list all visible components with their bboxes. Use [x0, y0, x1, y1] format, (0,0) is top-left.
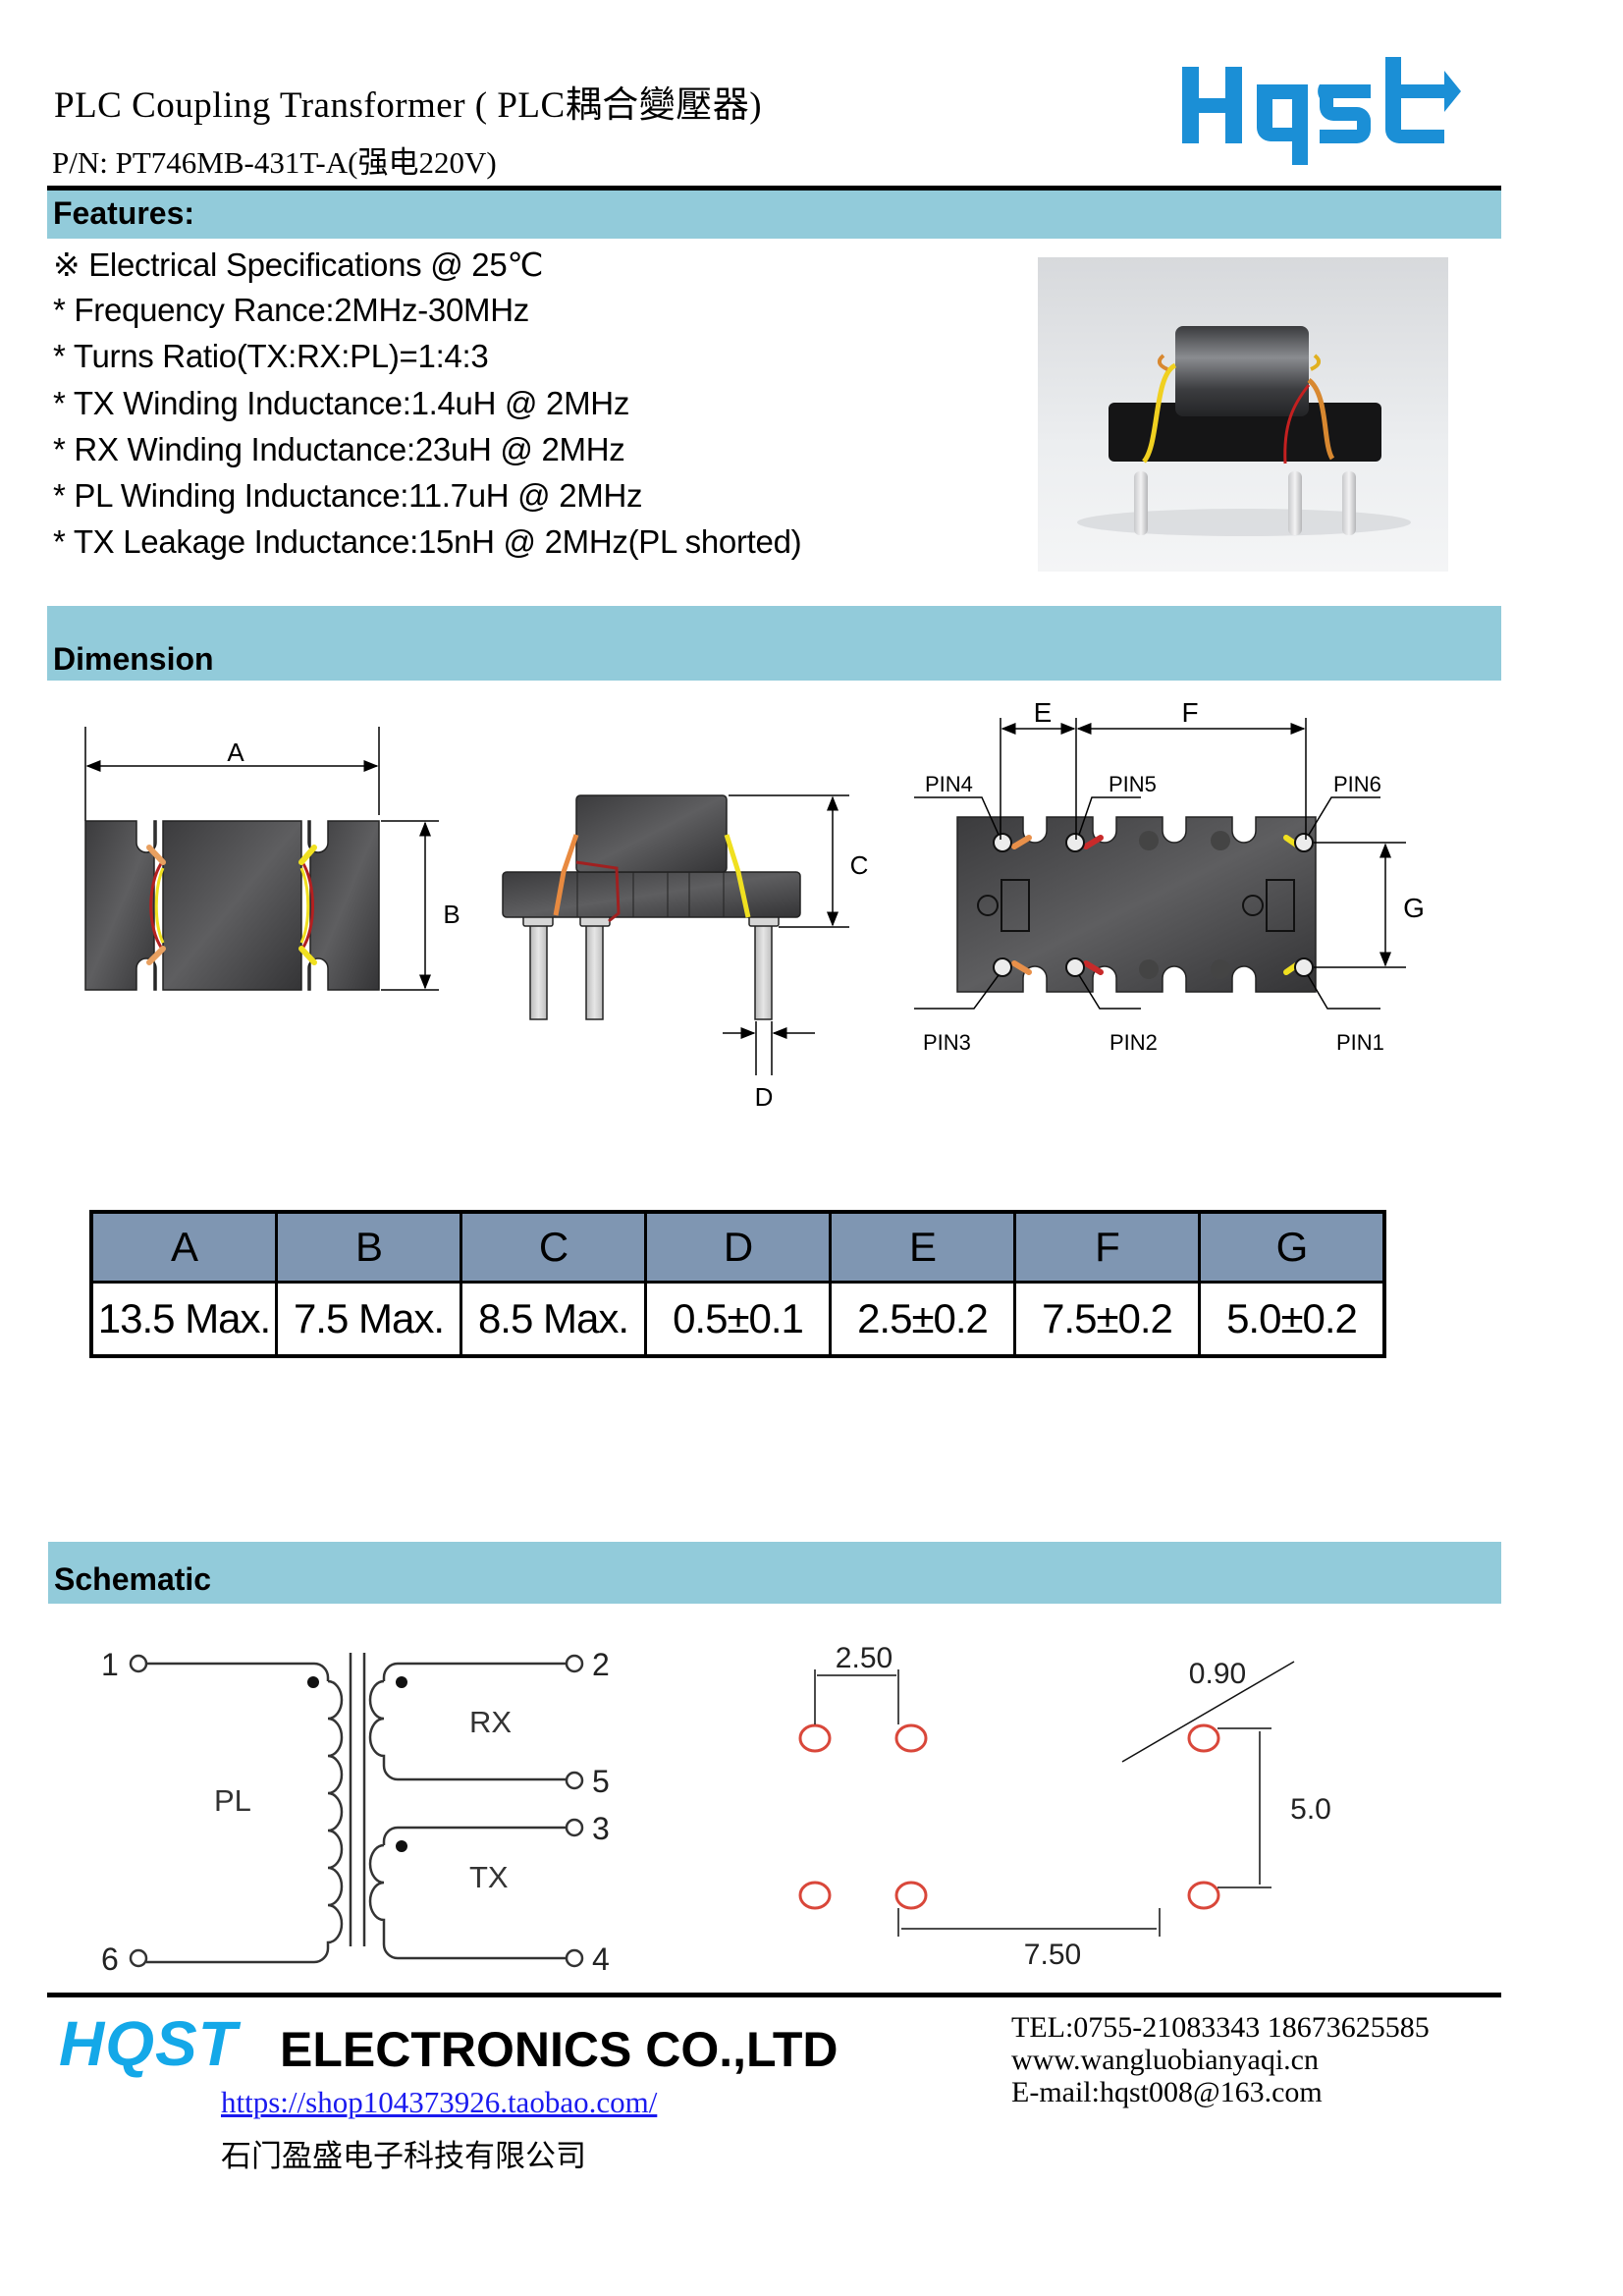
feature-item: ※ Electrical Specifications @ 25℃ — [53, 246, 544, 283]
winding-label-pl: PL — [214, 1783, 251, 1818]
pin-label-3: PIN3 — [923, 1030, 971, 1055]
table-header-cell: A — [89, 1210, 278, 1284]
polarity-dot — [307, 1676, 319, 1688]
footprint-row-spacing-label: 5.0 — [1290, 1793, 1331, 1826]
footer-divider — [47, 1993, 1501, 1997]
feature-item: * TX Leakage Inductance:15nH @ 2MHz(PL s… — [53, 523, 802, 560]
contact-telephone: TEL:0755-21083343 18673625585 — [1011, 2011, 1430, 2044]
table-cell: 13.5 Max. — [89, 1281, 278, 1358]
shop-link[interactable]: https://shop104373926.taobao.com/ — [221, 2085, 658, 2119]
footprint-pitch-label: 2.50 — [836, 1642, 893, 1674]
transformer-symbol — [129, 1653, 584, 1968]
pin-number-1: 1 — [101, 1647, 119, 1682]
pin-number-6: 6 — [101, 1941, 119, 1977]
dim-label-b: B — [443, 900, 460, 929]
pin-label-6: PIN6 — [1333, 772, 1381, 796]
polarity-dot — [396, 1676, 407, 1688]
feature-item: * Turns Ratio(TX:RX:PL)=1:4:3 — [53, 338, 489, 374]
winding-label-tx: TX — [469, 1860, 509, 1894]
table-cell: 5.0±0.2 — [1198, 1281, 1386, 1358]
dim-label-f: F — [1181, 697, 1198, 728]
dim-label-c: C — [850, 850, 869, 880]
feature-item: * TX Winding Inductance:1.4uH @ 2MHz — [53, 385, 630, 421]
product-photo — [1038, 257, 1448, 572]
table-header-cell: F — [1013, 1210, 1201, 1284]
schematic-heading: Schematic — [54, 1561, 212, 1597]
pin-number-2: 2 — [592, 1647, 610, 1682]
pcb-footprint: 2.50 0.90 5.0 7.50 — [798, 1642, 1331, 1971]
table-header-cell: E — [829, 1210, 1016, 1284]
pin-number-5: 5 — [592, 1764, 610, 1799]
footprint-span-label: 7.50 — [1024, 1939, 1081, 1971]
footer-brand-logo: HQST — [59, 2008, 238, 2079]
schematic-section-header: Schematic — [48, 1542, 1501, 1604]
pin-label-1: PIN1 — [1336, 1030, 1384, 1055]
feature-item: * Frequency Rance:2MHz-30MHz — [53, 292, 529, 328]
pin-number-4: 4 — [592, 1941, 610, 1977]
company-name-chinese: 石门盈盛电子科技有限公司 — [221, 2139, 586, 2173]
bottom-view-drawing: E F G PIN4 PIN5 PIN6 PIN3 PIN2 PIN1 — [914, 697, 1425, 1055]
table-cell: 7.5±0.2 — [1013, 1281, 1201, 1358]
part-number: P/N: PT746MB-431T-A(强电220V) — [52, 145, 497, 180]
contact-email[interactable]: E-mail:hqst008@163.com — [1011, 2076, 1323, 2108]
header-divider — [47, 186, 1501, 191]
dimension-heading: Dimension — [53, 641, 214, 677]
feature-item: * RX Winding Inductance:23uH @ 2MHz — [53, 431, 625, 467]
schematic-diagram: 1 6 2 5 3 4 PL RX TX 2.50 0.90 — [101, 1642, 1331, 1977]
dim-label-e: E — [1034, 697, 1053, 728]
table-header-cell: B — [275, 1210, 462, 1284]
side-view-drawing: C D — [502, 794, 869, 1112]
table-header-row: A B C D E F G — [89, 1210, 1386, 1284]
table-row: 13.5 Max. 7.5 Max. 8.5 Max. 0.5±0.1 2.5±… — [89, 1281, 1386, 1358]
table-header-cell: D — [644, 1210, 832, 1284]
polarity-dot — [396, 1840, 407, 1852]
table-header-cell: C — [460, 1210, 647, 1284]
table-cell: 0.5±0.1 — [644, 1281, 832, 1358]
dim-label-a: A — [227, 738, 244, 767]
document-title: PLC Coupling Transformer ( PLC耦合變壓器) — [54, 85, 763, 126]
table-header-cell: G — [1198, 1210, 1386, 1284]
hqst-logo — [1182, 57, 1461, 165]
footprint-hole-diameter-label: 0.90 — [1189, 1658, 1246, 1690]
pin-label-5: PIN5 — [1109, 772, 1157, 796]
dim-label-g: G — [1403, 893, 1425, 923]
features-heading: Features: — [53, 195, 195, 231]
dimension-table: A B C D E F G 13.5 Max. 7.5 Max. 8.5 Max… — [89, 1210, 1386, 1358]
dimension-drawings: A B C D — [84, 697, 1425, 1112]
footer-company-name: ELECTRONICS CO.,LTD — [280, 2022, 839, 2077]
pin-number-3: 3 — [592, 1811, 610, 1846]
feature-item: * PL Winding Inductance:11.7uH @ 2MHz — [53, 477, 643, 514]
pin-label-4: PIN4 — [925, 772, 973, 796]
pin-label-2: PIN2 — [1109, 1030, 1158, 1055]
features-section-header: Features: — [47, 191, 1501, 239]
table-cell: 2.5±0.2 — [829, 1281, 1016, 1358]
dimension-section-header: Dimension — [47, 606, 1501, 681]
table-cell: 8.5 Max. — [460, 1281, 647, 1358]
dim-label-d: D — [755, 1082, 774, 1112]
table-cell: 7.5 Max. — [275, 1281, 462, 1358]
contact-website[interactable]: www.wangluobianyaqi.cn — [1011, 2044, 1319, 2076]
top-view-drawing: A B — [84, 727, 460, 991]
winding-label-rx: RX — [469, 1705, 512, 1739]
